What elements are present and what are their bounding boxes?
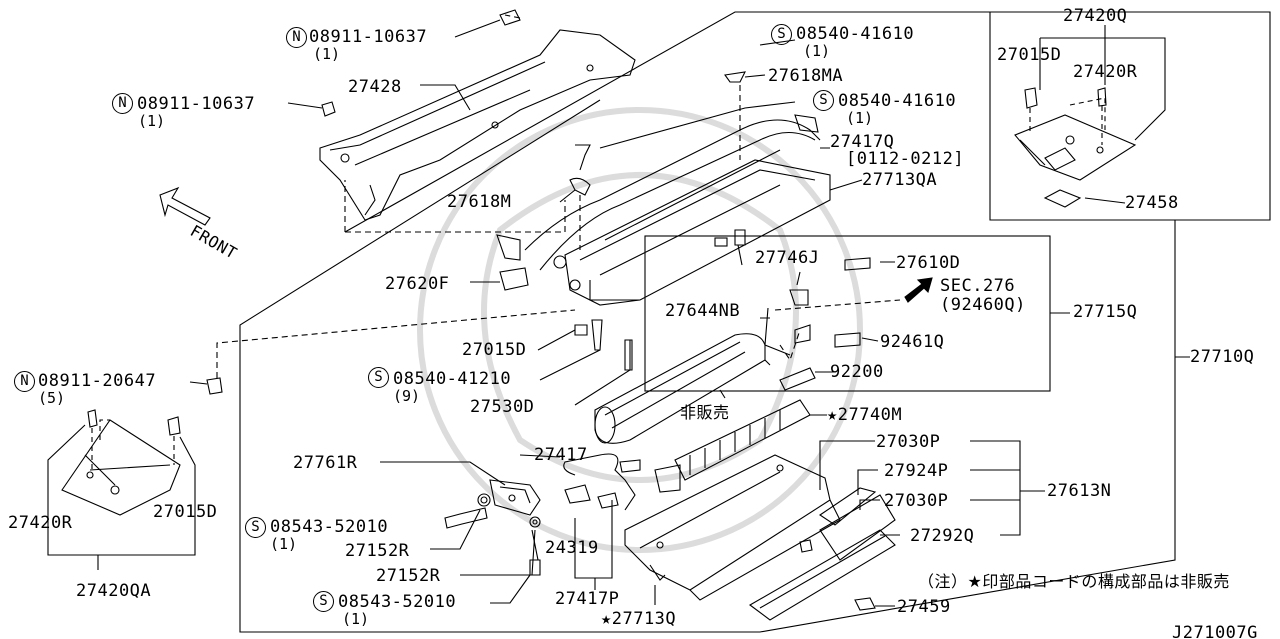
fastener-qty: (1)	[270, 535, 298, 553]
fastener-prefix-icon: N	[112, 93, 133, 114]
part-label[interactable]: 27620F	[385, 274, 450, 294]
part-label[interactable]: 27420Q	[1063, 6, 1128, 26]
part-label[interactable]: 27459	[897, 597, 951, 617]
fastener-code[interactable]: 08543-52010	[270, 517, 389, 537]
fastener-qty: (1)	[342, 610, 370, 628]
part-label[interactable]: 27030P	[876, 432, 941, 452]
lid-assembly-drawing	[553, 149, 831, 306]
part-label[interactable]: 27152R	[376, 566, 441, 586]
glovebox-27713Q-drawing	[624, 454, 841, 605]
part-label[interactable]: 27420R	[8, 513, 73, 533]
fastener-qty: (1)	[803, 42, 831, 60]
part-label[interactable]: 27015D	[153, 502, 218, 522]
watermark	[417, 107, 863, 553]
part-label[interactable]: 27618MA	[768, 66, 844, 86]
part-label[interactable]: 24319	[545, 538, 599, 558]
part-label[interactable]: 27420QA	[76, 581, 152, 601]
part-label[interactable]: 27924P	[884, 461, 949, 481]
part-label[interactable]: 27417	[534, 445, 588, 465]
part-label[interactable]: 27644NB	[665, 301, 741, 321]
fastener-code[interactable]: 08911-10637	[309, 27, 428, 47]
fastener-prefix-icon: S	[813, 90, 834, 111]
part-label[interactable]: 27715Q	[1073, 302, 1138, 322]
footnote: （注）★印部品コードの構成部品は非販売	[918, 572, 1230, 591]
fastener-code[interactable]: 08911-20647	[38, 371, 157, 391]
part-label[interactable]: 27613N	[1047, 481, 1112, 501]
part-label[interactable]: 27015D	[462, 340, 527, 360]
part-label[interactable]: 27428	[348, 77, 402, 97]
section-ref-sub: (92460Q)	[940, 295, 1026, 315]
part-label[interactable]: ★27740M	[827, 405, 903, 425]
fastener-code[interactable]: 08911-10637	[137, 94, 256, 114]
part-label[interactable]: 27761R	[293, 453, 358, 473]
bar-27428-drawing	[319, 9, 636, 221]
part-label[interactable]: 27746J	[755, 248, 820, 268]
fastener-qty: (9)	[393, 387, 421, 405]
fastener-prefix-icon: S	[245, 517, 266, 538]
part-label[interactable]: 92461Q	[880, 332, 945, 352]
part-label[interactable]: 27618M	[447, 192, 512, 212]
fastener-prefix-icon: S	[313, 591, 334, 612]
fastener-qty: (1)	[313, 45, 341, 63]
part-label[interactable]: 27030P	[884, 491, 949, 511]
part-label[interactable]: 27530D	[470, 397, 535, 417]
fastener-code[interactable]: 08543-52010	[338, 592, 457, 612]
duct-27530D-drawing	[594, 333, 766, 444]
part-label[interactable]: 27417Q	[830, 132, 895, 152]
fastener-code[interactable]: 08540-41610	[838, 91, 957, 111]
not-for-sale-label: 非販売	[680, 403, 730, 422]
diagram-id: J271007G	[1172, 623, 1258, 639]
part-label-range: [0112-0212]	[846, 149, 965, 169]
part-label[interactable]: 27152R	[345, 541, 410, 561]
fastener-code[interactable]: 08540-41610	[796, 24, 915, 44]
fastener-prefix-icon: N	[14, 371, 35, 392]
front-arrow	[159, 186, 211, 226]
part-label[interactable]: 27292Q	[910, 526, 975, 546]
fastener-prefix-icon: S	[771, 24, 792, 45]
part-label[interactable]: 27417P	[555, 589, 620, 609]
fastener-qty: (5)	[38, 389, 66, 407]
part-label[interactable]: ★27713Q	[601, 609, 677, 629]
fastener-code[interactable]: 08540-41210	[393, 369, 512, 389]
part-label[interactable]: 27610D	[896, 253, 961, 273]
cover-27420Q-drawing	[1014, 87, 1137, 208]
part-label[interactable]: 27458	[1125, 193, 1179, 213]
cover-27420QA-drawing	[61, 409, 181, 516]
fastener-prefix-icon: N	[286, 27, 307, 48]
fastener-qty: (1)	[846, 109, 874, 127]
section-ref[interactable]: SEC.276	[940, 276, 1016, 296]
part-label[interactable]: 27420R	[1073, 62, 1138, 82]
part-label[interactable]: 27713QA	[862, 170, 938, 190]
part-label[interactable]: 27015D	[997, 45, 1062, 65]
part-label[interactable]: 92200	[830, 362, 884, 382]
part-label[interactable]: 27710Q	[1190, 347, 1255, 367]
fastener-qty: (1)	[138, 112, 166, 130]
fastener-prefix-icon: S	[368, 367, 389, 388]
